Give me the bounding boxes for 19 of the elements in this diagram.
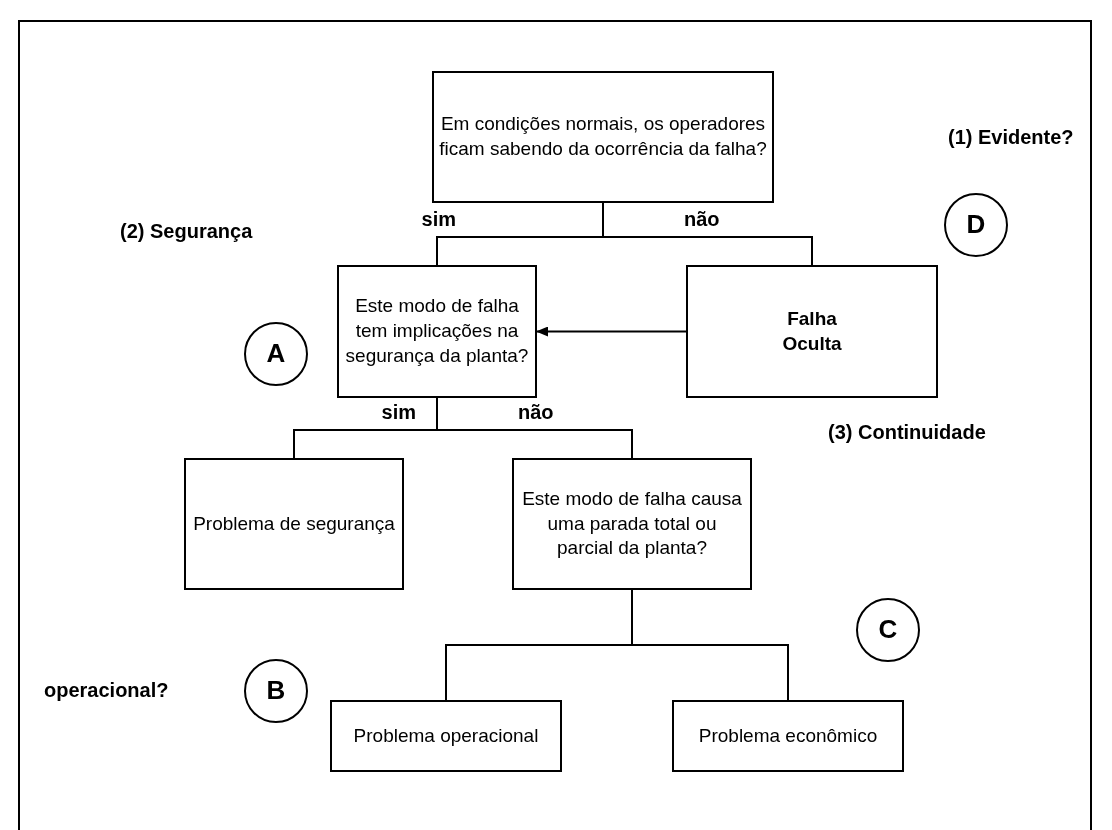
circle-marker: B xyxy=(244,659,308,723)
note-label: operacional? xyxy=(44,679,169,702)
circle-marker: C xyxy=(856,598,920,662)
process-box: Este modo de falha causa uma parada total ou parcial da planta? xyxy=(512,458,752,590)
process-box: Problema operacional xyxy=(330,700,562,772)
process-box: Este modo de falha tem implicações na segurança da planta? xyxy=(337,265,537,398)
note-label: (2) Segurança xyxy=(120,220,253,243)
note-label: (1) Evidente? xyxy=(948,126,1074,149)
connector-line xyxy=(631,589,789,701)
connector-line xyxy=(436,397,633,459)
arrow xyxy=(536,326,687,337)
circle-marker: A xyxy=(244,322,308,386)
circle-marker: D xyxy=(944,193,1008,257)
note-label: (3) Continuidade xyxy=(828,421,986,444)
process-box: Em condições normais, os operadores ficam sabendo da ocorrência da falha? xyxy=(432,71,774,203)
process-box: Problema de segurança xyxy=(184,458,404,590)
connector-line xyxy=(602,202,813,266)
process-box: Problema econômico xyxy=(672,700,904,772)
process-box: Falha Oculta xyxy=(686,265,938,398)
